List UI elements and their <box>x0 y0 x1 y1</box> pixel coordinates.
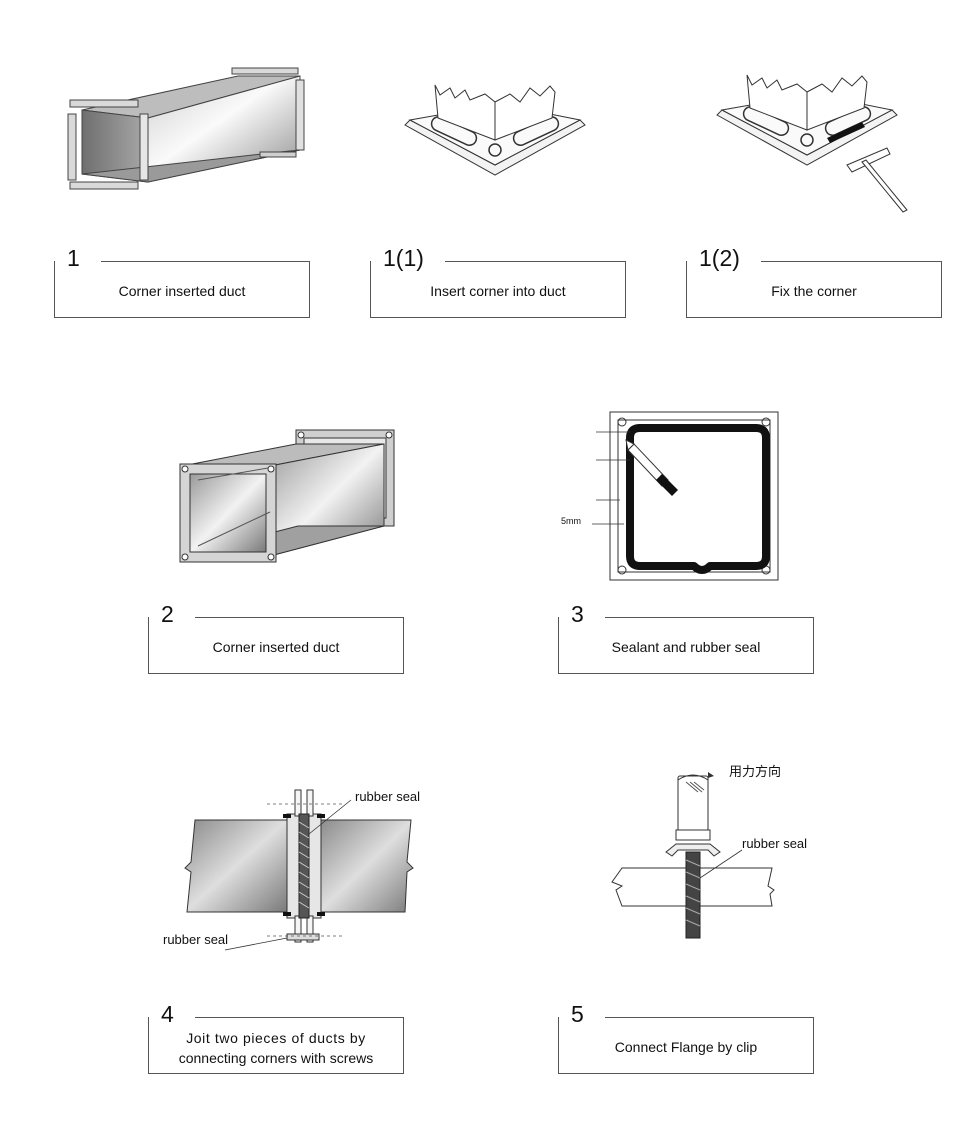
figure-corner-inserted-duct-2 <box>179 429 395 563</box>
step-box-1-2: 1(2) Fix the corner <box>686 247 942 318</box>
step-box-1-1: 1(1) Insert corner into duct <box>370 247 626 318</box>
step-caption: Sealant and rubber seal <box>611 639 761 655</box>
rubber-seal-label-clip: rubber seal <box>742 836 808 851</box>
step-number: 4 <box>161 1001 174 1027</box>
step-caption: Insert corner into duct <box>430 283 566 299</box>
step-box-4: 4 Joit two pieces of ducts by connecting… <box>148 1003 404 1074</box>
figure-sealant-rubber-seal <box>592 411 779 581</box>
rubber-seal-label-bottom: rubber seal <box>163 932 229 947</box>
figure-corner-inserted-duct <box>67 67 305 190</box>
step-box-1: 1 Corner inserted duct <box>54 247 310 318</box>
figure-flange-clip <box>611 772 775 939</box>
step-number: 3 <box>571 601 584 627</box>
figure-insert-corner <box>404 84 586 176</box>
dimension-label: 5mm <box>561 516 581 526</box>
step-caption-line-1: Joit two pieces of ducts by <box>186 1030 366 1046</box>
rubber-seal-label-top: rubber seal <box>355 789 421 804</box>
force-direction-label: 用力方向 <box>729 764 782 779</box>
figure-fix-corner <box>716 74 908 213</box>
step-caption: Fix the corner <box>771 283 857 299</box>
step-number: 2 <box>161 601 174 627</box>
step-number: 1 <box>67 245 80 271</box>
step-box-2: 2 Corner inserted duct <box>148 603 404 674</box>
figure-joint-screws <box>184 789 414 951</box>
step-caption: Corner inserted duct <box>212 639 340 655</box>
step-caption-line-2: connecting corners with screws <box>178 1050 374 1066</box>
step-box-3: 3 Sealant and rubber seal <box>558 603 814 674</box>
step-number: 1(1) <box>383 245 424 271</box>
step-number: 1(2) <box>699 245 740 271</box>
step-box-5: 5 Connect Flange by clip <box>558 1003 814 1074</box>
step-caption: Corner inserted duct <box>118 283 246 299</box>
step-caption: Connect Flange by clip <box>614 1039 758 1055</box>
step-number: 5 <box>571 1001 584 1027</box>
